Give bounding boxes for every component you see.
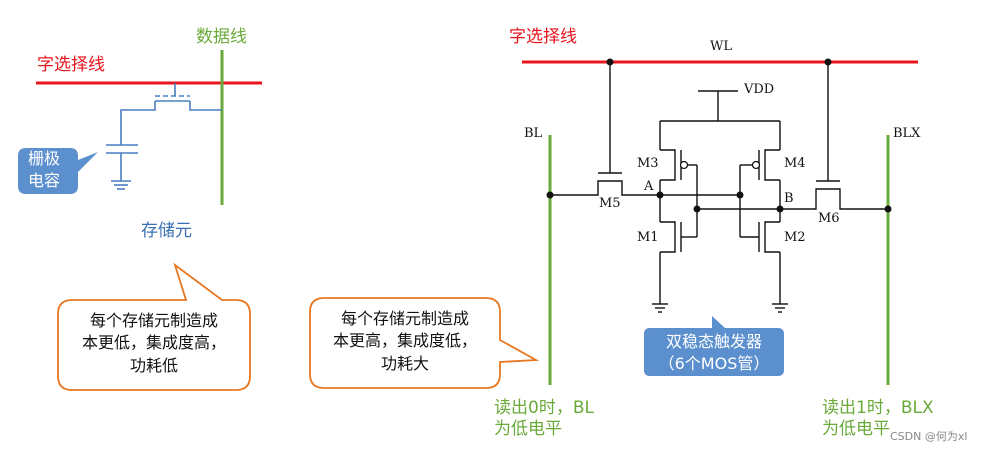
vdd-label: VDD bbox=[744, 82, 775, 97]
right-callout-text: 每个存储元制造成 本更高，集成度低， 功耗大 bbox=[312, 308, 498, 375]
m4-gate-bubble bbox=[751, 160, 761, 170]
capacitor-label-line1: 栅极 bbox=[28, 149, 61, 168]
left-callout-text: 每个存储元制造成 本更低，集成度高， 功耗低 bbox=[60, 310, 248, 377]
right-callout-line2: 本更高，集成度低， bbox=[332, 331, 477, 351]
storage-cell-label: 存储元 bbox=[141, 221, 192, 241]
blx-note-line1: 读出1时，BLX bbox=[822, 398, 934, 418]
sram-wiring bbox=[550, 62, 888, 313]
right-callout-bubble bbox=[309, 297, 540, 389]
blx-label: BLX bbox=[893, 126, 921, 141]
node-b-label: B bbox=[784, 191, 794, 206]
left-word-line-label: 字选择线 bbox=[37, 55, 105, 75]
flipflop-label: 双稳态触发器 （6个MOS管） bbox=[644, 331, 784, 374]
left-callout-bubble bbox=[57, 262, 251, 391]
capacitor-label-box bbox=[18, 148, 98, 194]
watermark: CSDN @何为xl bbox=[890, 430, 968, 443]
m6-label: M6 bbox=[818, 211, 840, 226]
dram-cell-wiring bbox=[106, 83, 222, 190]
bl-label: BL bbox=[524, 126, 543, 141]
junction-dots bbox=[546, 58, 892, 213]
node-a-label: A bbox=[644, 179, 654, 194]
left-callout-line3: 功耗低 bbox=[129, 355, 178, 375]
left-data-line-label: 数据线 bbox=[196, 27, 247, 47]
capacitor-label-line2: 电容 bbox=[28, 171, 61, 190]
flipflop-label-line2: （6个MOS管） bbox=[658, 353, 770, 373]
flipflop-label-line1: 双稳态触发器 bbox=[665, 332, 762, 351]
flipflop-label-box bbox=[644, 316, 784, 376]
m2-label: M2 bbox=[784, 230, 806, 245]
m3-label: M3 bbox=[637, 156, 659, 171]
bl-note-line2: 为低电平 bbox=[494, 419, 562, 439]
m3-gate-bubble bbox=[679, 160, 689, 170]
wl-label: WL bbox=[710, 39, 732, 54]
right-callout-line3: 功耗大 bbox=[380, 353, 429, 373]
left-callout-line2: 本更低，集成度高， bbox=[81, 333, 226, 353]
m5-label: M5 bbox=[599, 196, 621, 211]
blx-note-line2: 为低电平 bbox=[822, 419, 890, 439]
right-word-line-label: 字选择线 bbox=[509, 27, 577, 47]
m4-label: M4 bbox=[784, 156, 806, 171]
left-callout-line1: 每个存储元制造成 bbox=[89, 311, 218, 330]
m1-label: M1 bbox=[637, 230, 659, 245]
bl-note-line1: 读出0时，BL bbox=[494, 398, 594, 418]
right-callout-line1: 每个存储元制造成 bbox=[340, 309, 469, 328]
